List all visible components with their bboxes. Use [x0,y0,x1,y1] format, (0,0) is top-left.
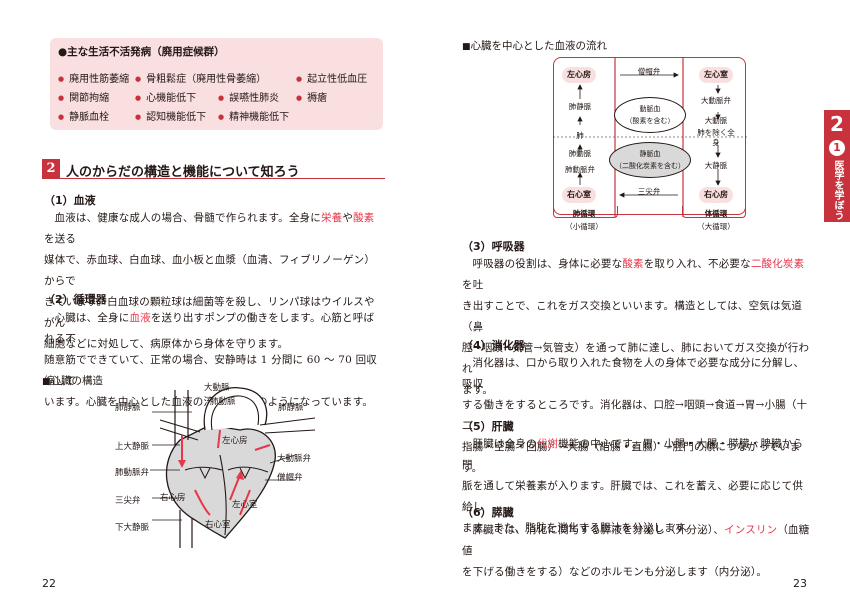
pulm-valve-label: 肺動脈弁 [565,165,595,174]
venous-blood-oval: 静脈血 （二酸化炭素を含む） [609,142,691,178]
syndrome-item: 廃用性筋萎縮 [58,70,129,85]
syndrome-item: 褥瘡 [296,89,327,104]
liver-heading: （5）肝臓 [462,420,514,433]
heart-diagram [150,387,316,548]
circulatory-heading: （2）循環器 [44,293,107,306]
chapter-number: 2 [830,112,844,136]
heart-label: 肺静脈 [278,403,304,413]
node-left-atrium: 左心房 [562,67,596,83]
flow-figure-caption: 心臓を中心とした血液の流れ [462,38,608,53]
aorta-label: 大動脈 [704,116,728,125]
syndrome-item: 誤嚥性肺炎 [218,89,279,104]
heart-label: 左心室 [232,500,258,510]
respiratory-paragraph: 呼吸器の役割は、身体に必要な酸素を取り入れ、不必要な二酸化炭素を吐 き出すことで… [462,258,810,396]
syndrome-item: 精神機能低下 [218,108,289,123]
heart-label: 大動脈 [204,383,230,393]
chapter-label: 医学を学ぼう [832,160,843,220]
heart-label: 僧帽弁 [277,473,303,483]
node-right-ventricle: 右心室 [562,187,596,203]
heart-figure-caption: 心臓の構造 [42,373,104,388]
heart-label: 三尖弁 [115,496,141,506]
tricuspid-valve-label: 三尖弁 [637,187,661,196]
blood-heading: （1）血液 [44,194,96,207]
page-number-right: 23 [793,577,807,590]
vena-cava-label: 大静脈 [704,161,728,170]
pancreas-heading: （6）膵臓 [462,506,514,519]
heart-label: 肺静脈 [115,403,141,413]
heart-label: 下大静脈 [115,523,150,533]
flow-arrows [553,57,747,217]
pulm-artery-label: 肺動脈 [568,149,592,158]
lung-label: 肺 [576,131,584,140]
mitral-valve-label: 僧帽弁 [637,67,661,76]
node-left-ventricle: 左心室 [699,67,733,83]
syndrome-item: 認知機能低下 [135,108,206,123]
chapter-side-tab [824,110,850,222]
digestive-paragraph: 消化器は、口から取り入れた食物を人の身体で必要な成分に分解し、吸収 する働きをす… [462,357,808,474]
syndrome-item: 関節拘縮 [58,89,109,104]
section-number: 2 [42,159,60,179]
arterial-blood-oval: 動脈血 （酸素を含む） [614,97,686,133]
systemic-circulation-sub: （大循環） [697,222,735,231]
syndrome-title: ●主な生活不活発病（廃用症候群） [58,46,225,58]
node-right-atrium: 右心房 [699,187,733,203]
syndrome-item: 骨粗鬆症（廃用性骨萎縮） [135,70,266,85]
heart-label: 上大静脈 [115,442,150,452]
body-label: 肺を除く全身 [697,128,735,147]
pulmonary-circulation-label: 肺循環 [572,209,596,218]
heart-label: 右心房 [160,493,186,503]
flow-frame [553,57,746,215]
digestive-heading: （4）消化器 [462,339,525,352]
pulmonary-bracket [553,206,618,218]
syndrome-item: 心機能低下 [135,89,196,104]
heart-label: 大動脈弁 [277,454,312,464]
page-number-left: 22 [42,577,56,590]
pulm-vein-label: 肺静脈 [568,102,592,111]
heart-label: 左心房 [222,436,248,446]
syndrome-item: 起立性低血圧 [296,70,367,85]
heart-label: 肺動脈 [210,397,236,407]
pancreas-paragraph: 膵臓では、消化に関与する膵液を分泌し（外分泌）、インスリン（血糖値 を下げる働き… [462,524,810,578]
chapter-sub-number: 1 [829,140,845,156]
heart-label: 右心室 [205,520,231,530]
pulmonary-circulation-sub: （小循環） [565,222,603,231]
respiratory-heading: （3）呼吸器 [462,240,525,253]
syndrome-item: 静脈血栓 [58,108,109,123]
aorta-valve-label: 大動脈弁 [701,96,731,105]
heart-label: 肺動脈弁 [115,468,150,478]
blood-paragraph: 血液は、健康な成人の場合、骨髄で作られます。全身に栄養や酸素を送る 媒体で、赤血… [44,212,376,350]
systemic-circulation-label: 体循環 [704,209,728,218]
section-heading-rule [42,159,385,179]
section-title: 人のからだの構造と機能について知ろう [66,165,300,180]
liver-paragraph: 肝臓は全身の代謝機能の中心です。胃・小腸・大腸・膵臓・脾臓から門 脈を通して栄養… [462,438,804,534]
